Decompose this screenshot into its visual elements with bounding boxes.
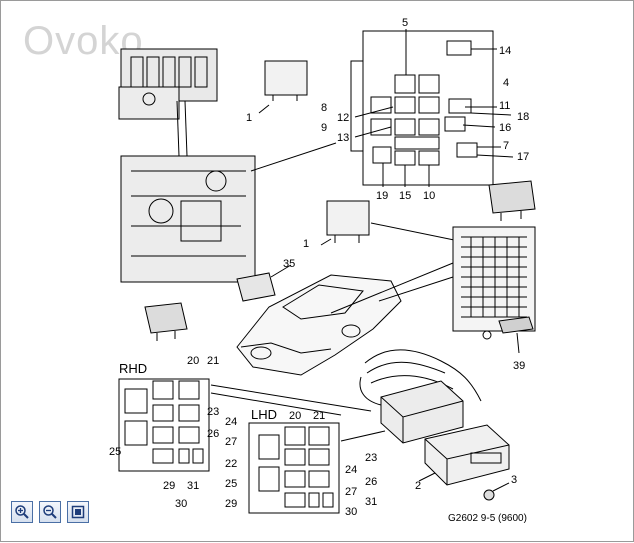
zoom-in-button[interactable] [11,501,33,523]
relay-35 [236,264,292,302]
fit-page-button[interactable] [67,501,89,523]
callout-lhd-24: 24 [345,464,357,476]
callout-lhd-23: 23 [365,452,377,464]
callout-lhd-30: 30 [345,506,357,518]
callout-rhd-25: 25 [109,446,121,458]
zoom-toolbar [11,501,89,523]
fit-page-icon [71,505,85,519]
relay-top-right [488,180,536,221]
callout-lhd-27-bottom: 27 [345,486,357,498]
callout-39: 39 [513,360,525,372]
fuse-1-top [258,60,308,114]
callout-lhd-21: 21 [313,410,325,422]
callout-10: 10 [423,190,435,202]
callout-2: 2 [415,480,421,492]
rhd-label: RHD [119,361,147,376]
callout-lhd-26: 26 [365,476,377,488]
callout-lhd-22: 22 [225,458,237,470]
callout-rhd-30: 30 [175,498,187,510]
wiring-harness [359,349,482,406]
callout-rhd-21: 21 [207,355,219,367]
callout-1-top: 1 [246,112,252,124]
main-fusebox [350,30,494,186]
engine-fusebox-illustration [118,48,218,120]
zoom-in-icon [15,505,29,519]
screw-3 [483,482,510,501]
callout-lhd-27-top: 27 [225,436,237,448]
callout-rhd-23: 23 [207,406,219,418]
callout-12: 12 [337,112,349,124]
callout-rhd-31: 31 [187,480,199,492]
callout-3: 3 [511,474,517,486]
callout-35: 35 [283,258,295,270]
callout-16: 16 [499,122,511,134]
zoom-out-button[interactable] [39,501,61,523]
interior-fuse-panel [452,226,536,340]
diagram-code: G2602 9-5 (9600) [448,513,527,524]
callout-18: 18 [517,111,529,123]
zoom-out-icon [43,505,57,519]
callout-7: 7 [503,140,509,152]
fuse-1-middle [320,200,370,246]
control-unit-2 [424,424,510,486]
callout-5: 5 [402,17,408,29]
car-illustration [236,262,454,376]
engine-bay-illustration [120,155,256,283]
lhd-relay-block [248,422,340,514]
callout-4: 4 [503,77,509,89]
callout-rhd-24: 24 [225,416,237,428]
callout-13: 13 [337,132,349,144]
rhd-relay-block [118,378,210,472]
callouts: 1 5 14 4 11 18 16 7 17 8 12 9 13 19 15 1… [109,17,529,524]
central-electrical-module [380,380,464,444]
callout-1-middle: 1 [303,238,309,250]
lhd-label: LHD [251,407,277,422]
callout-rhd-29: 29 [163,480,175,492]
callout-11: 11 [499,100,510,112]
callout-17: 17 [517,151,529,163]
callout-15: 15 [399,190,411,202]
switch-39 [498,316,534,354]
callout-lhd-25: 25 [225,478,237,490]
callout-lhd-31: 31 [365,496,377,508]
callout-9: 9 [321,122,327,134]
callout-rhd-20: 20 [187,355,199,367]
callout-lhd-20: 20 [289,410,301,422]
callout-19: 19 [376,190,388,202]
callout-lhd-29: 29 [225,498,237,510]
callout-rhd-26: 26 [207,428,219,440]
relay-rhd-top [144,302,188,341]
callout-14: 14 [499,45,511,57]
callout-8: 8 [321,102,327,114]
